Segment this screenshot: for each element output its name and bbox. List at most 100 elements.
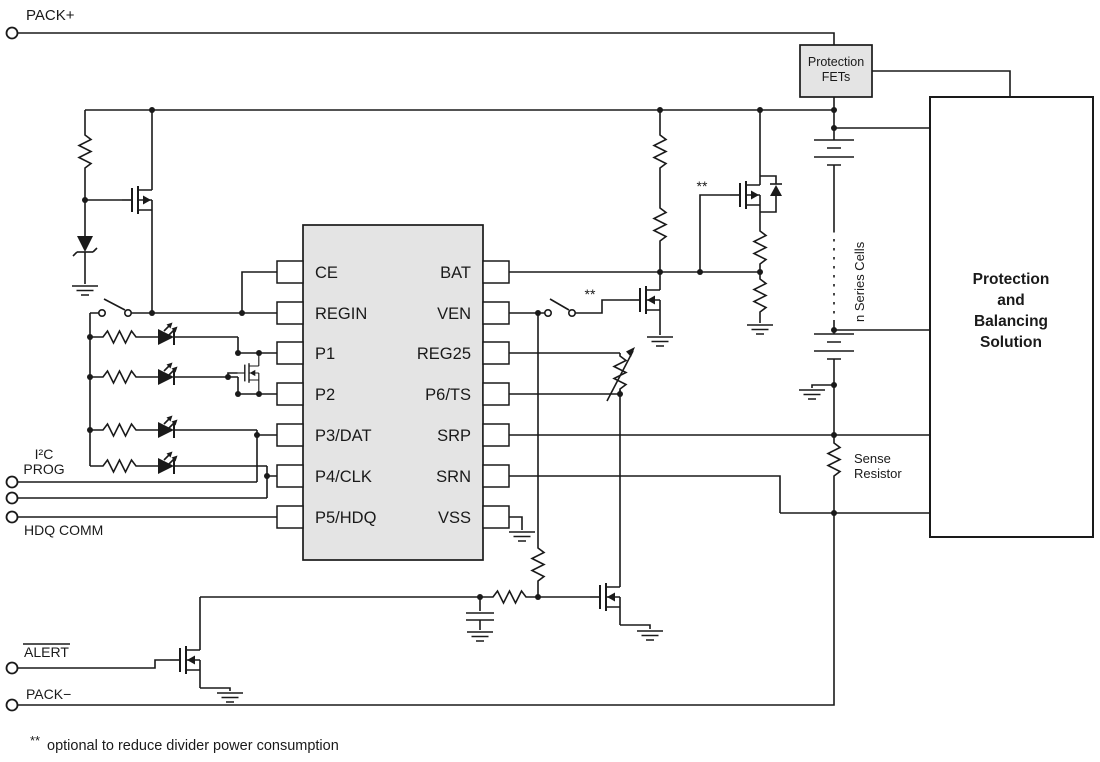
divider-resistor-mid — [653, 204, 667, 246]
led3-resistor — [99, 423, 141, 437]
pin-box-p1 — [276, 341, 304, 365]
pin-box-vss — [482, 505, 510, 529]
thermistor — [613, 352, 627, 394]
footnote-marker: ** — [30, 733, 40, 748]
optional-marker-switch: ** — [585, 286, 596, 302]
gate-zener-diode — [72, 236, 98, 257]
pin-box-reg25 — [482, 341, 510, 365]
ic-body — [302, 224, 484, 561]
ground-alert-fet — [216, 692, 244, 703]
battery-cell-bottom — [814, 333, 854, 360]
bat-divider-upper-resistor — [753, 227, 767, 269]
gate-series-resistor — [489, 590, 531, 604]
led-4 — [151, 450, 183, 475]
balancing-solution-box — [929, 96, 1094, 538]
pin-label-p3dat: P3/DAT — [315, 427, 372, 445]
ground-vss — [508, 531, 536, 542]
ground-cell-stack — [798, 389, 826, 400]
protection-fets-label-1: Protection — [808, 55, 864, 69]
divider-resistor-top — [653, 131, 667, 173]
bat-divider-lower-resistor — [753, 275, 767, 317]
pack-plus-label: PACK+ — [26, 7, 75, 24]
balancing-label-3: Balancing — [974, 313, 1048, 330]
pack-minus-terminal — [5, 698, 19, 712]
led-2 — [151, 361, 183, 386]
small-nfet — [237, 352, 260, 394]
alert-terminal — [5, 661, 19, 675]
pin-label-srn: SRN — [436, 468, 471, 486]
footnote-text: optional to reduce divider power consump… — [47, 738, 339, 754]
pin-box-p6ts — [482, 382, 510, 406]
pin-label-srp: SRP — [437, 427, 471, 445]
pin-box-srp — [482, 423, 510, 447]
pin-label-bat: BAT — [440, 264, 471, 282]
pin-box-p3dat — [276, 423, 304, 447]
sense-resistor-label-2: Resistor — [854, 466, 902, 481]
hdq-terminal — [5, 510, 19, 524]
junction-dots — [82, 107, 837, 600]
pin-label-vss: VSS — [438, 509, 471, 527]
led-3 — [151, 414, 183, 439]
balancing-label-1: Protection — [973, 271, 1050, 288]
i2c-label: I²C — [35, 446, 54, 462]
optional-marker-pfet: ** — [697, 178, 708, 194]
regin-pfet — [121, 171, 153, 229]
pin-box-bat — [482, 260, 510, 284]
led-1 — [151, 321, 183, 346]
pin-label-p1: P1 — [315, 345, 335, 363]
sense-resistor-label-1: Sense — [854, 451, 891, 466]
alert-label: ALERT — [24, 644, 69, 660]
thermistor-arrow — [606, 347, 635, 402]
hdq-comm-label: HDQ COMM — [24, 522, 103, 538]
pin-label-regin: REGIN — [315, 305, 367, 323]
pin-label-reg25: REG25 — [417, 345, 471, 363]
pfet-body-diode — [760, 175, 782, 213]
components — [71, 131, 854, 703]
pin-box-p4clk — [276, 464, 304, 488]
pin-box-ce — [276, 260, 304, 284]
led2-resistor — [99, 370, 141, 384]
battery-cell-top — [814, 139, 854, 166]
protection-fets-label-2: FETs — [822, 70, 850, 84]
thermistor-switch-nfet — [589, 568, 621, 626]
gate-capacitor — [466, 612, 494, 621]
ground-capacitor — [466, 631, 494, 642]
labels: PACK+ Protection FETs Protection and Bal… — [23, 7, 1049, 754]
ground-bat-divider — [746, 324, 774, 335]
pack-plus-terminal — [5, 26, 19, 40]
alert-nfet — [169, 631, 201, 689]
wires — [18, 32, 1011, 706]
divider-enable-nfet — [629, 271, 661, 329]
pin-label-ven: VEN — [437, 305, 471, 323]
ven-switch — [543, 298, 576, 317]
ground-zener — [71, 285, 99, 296]
prog-label: PROG — [23, 461, 64, 477]
optional-divider-pfet — [729, 166, 761, 224]
ven-pulldown-resistor — [531, 544, 545, 586]
protection-fets-box — [799, 44, 873, 98]
led4-resistor — [99, 459, 141, 473]
led1-resistor — [99, 330, 141, 344]
pin-label-p4clk: P4/CLK — [315, 468, 372, 486]
pin-box-p5hdq — [276, 505, 304, 529]
ic-pin-boxes — [276, 260, 510, 529]
pin-box-ven — [482, 301, 510, 325]
n-series-cells-label: n Series Cells — [852, 241, 867, 322]
pin-label-ce: CE — [315, 264, 338, 282]
pin-box-srn — [482, 464, 510, 488]
pack-minus-label: PACK− — [26, 686, 71, 702]
regin-gate-resistor — [78, 131, 92, 173]
ground-ts-fet — [636, 630, 664, 641]
pin-label-p6ts: P6/TS — [425, 386, 471, 404]
regin-switch — [98, 298, 133, 317]
pin-box-p2 — [276, 382, 304, 406]
i2c-clk-terminal — [5, 491, 19, 505]
balancing-label-2: and — [997, 292, 1025, 309]
pin-box-regin — [276, 301, 304, 325]
terminals — [5, 26, 19, 712]
sense-resistor — [827, 439, 841, 481]
i2c-dat-terminal — [5, 475, 19, 489]
ground-divider-fet — [646, 336, 674, 347]
